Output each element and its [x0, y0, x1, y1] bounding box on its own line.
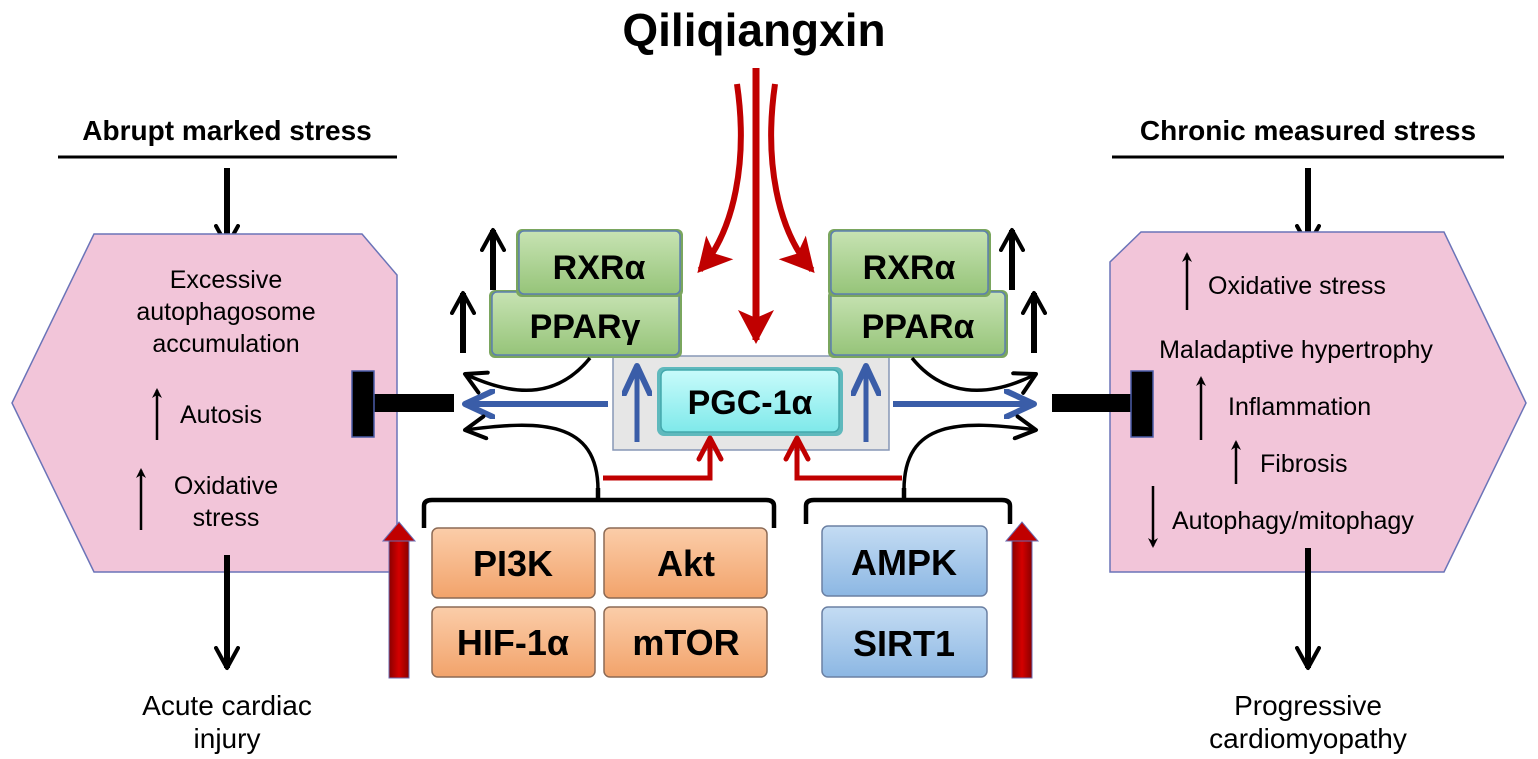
left-outcome-line-2: injury	[194, 723, 261, 754]
hif-box	[431, 606, 596, 678]
right-inhibit-bar	[1130, 370, 1154, 438]
qlqx-left-arrow	[697, 83, 744, 274]
mtor-box	[603, 606, 768, 678]
fibrosis-label: Fibrosis	[1260, 450, 1348, 478]
oxidative-left-line-1: Oxidative	[174, 472, 278, 500]
ppar-left-label: PPARγ	[530, 308, 641, 346]
left-outcome-line-1: Acute cardiac	[142, 690, 312, 721]
left-header: Abrupt marked stress	[82, 115, 371, 146]
akt-label: Akt	[657, 543, 715, 584]
rxr-left-box	[518, 230, 681, 295]
left-inhibit-bar	[351, 370, 375, 438]
left-box-line-1: Excessive	[170, 266, 283, 294]
pgc-box	[660, 369, 840, 433]
ampk-label: AMPK	[851, 542, 957, 583]
rxr-right-box	[830, 230, 989, 295]
hypertrophy-label: Maladaptive hypertrophy	[1159, 336, 1433, 364]
diagram-title: Qiliqiangxin	[622, 4, 885, 56]
qlqx-right-arrow	[768, 83, 815, 274]
right-header: Chronic measured stress	[1140, 115, 1476, 146]
red-right-connector	[783, 435, 902, 481]
sirt1-box	[821, 606, 988, 678]
akt-box	[603, 527, 768, 599]
right-outcome-line-1: Progressive	[1234, 690, 1382, 721]
autophagy-label: Autophagy/mitophagy	[1172, 507, 1414, 535]
hif-label: HIF-1α	[457, 622, 569, 663]
left-inhibit-stem	[372, 394, 454, 412]
pgc-label: PGC-1α	[688, 384, 813, 422]
autosis-label: Autosis	[180, 401, 262, 429]
sirt1-label: SIRT1	[853, 623, 955, 664]
left-curve-from-kinases	[463, 414, 600, 491]
ppar-right-label: PPARα	[862, 308, 975, 346]
left-red-up-arrow	[381, 521, 417, 679]
right-hexagon	[1109, 231, 1527, 573]
right-outcome-line-2: cardiomyopathy	[1209, 723, 1407, 754]
left-kinase-bracket	[421, 488, 777, 528]
ampk-box	[821, 525, 988, 597]
left-box-line-3: accumulation	[152, 330, 299, 358]
inflammation-label: Inflammation	[1228, 393, 1371, 421]
right-kinase-bracket	[803, 488, 1013, 524]
rxr-right-label: RXRα	[863, 249, 956, 287]
right-red-up-arrow	[1004, 521, 1040, 679]
left-curve-from-ppar	[463, 356, 592, 395]
mtor-label: mTOR	[632, 622, 739, 663]
pi3k-label: PI3K	[473, 543, 553, 584]
right-curve-from-kinases	[902, 414, 1038, 491]
rxr-left-label: RXRα	[553, 249, 646, 287]
oxidative-right-label: Oxidative stress	[1208, 272, 1386, 300]
right-curve-from-ppar	[910, 356, 1038, 395]
oxidative-left-line-2: stress	[193, 504, 260, 532]
left-box-line-2: autophagosome	[136, 298, 315, 326]
pi3k-box	[431, 527, 596, 599]
right-inhibit-stem	[1052, 394, 1134, 412]
red-left-connector	[603, 435, 724, 481]
